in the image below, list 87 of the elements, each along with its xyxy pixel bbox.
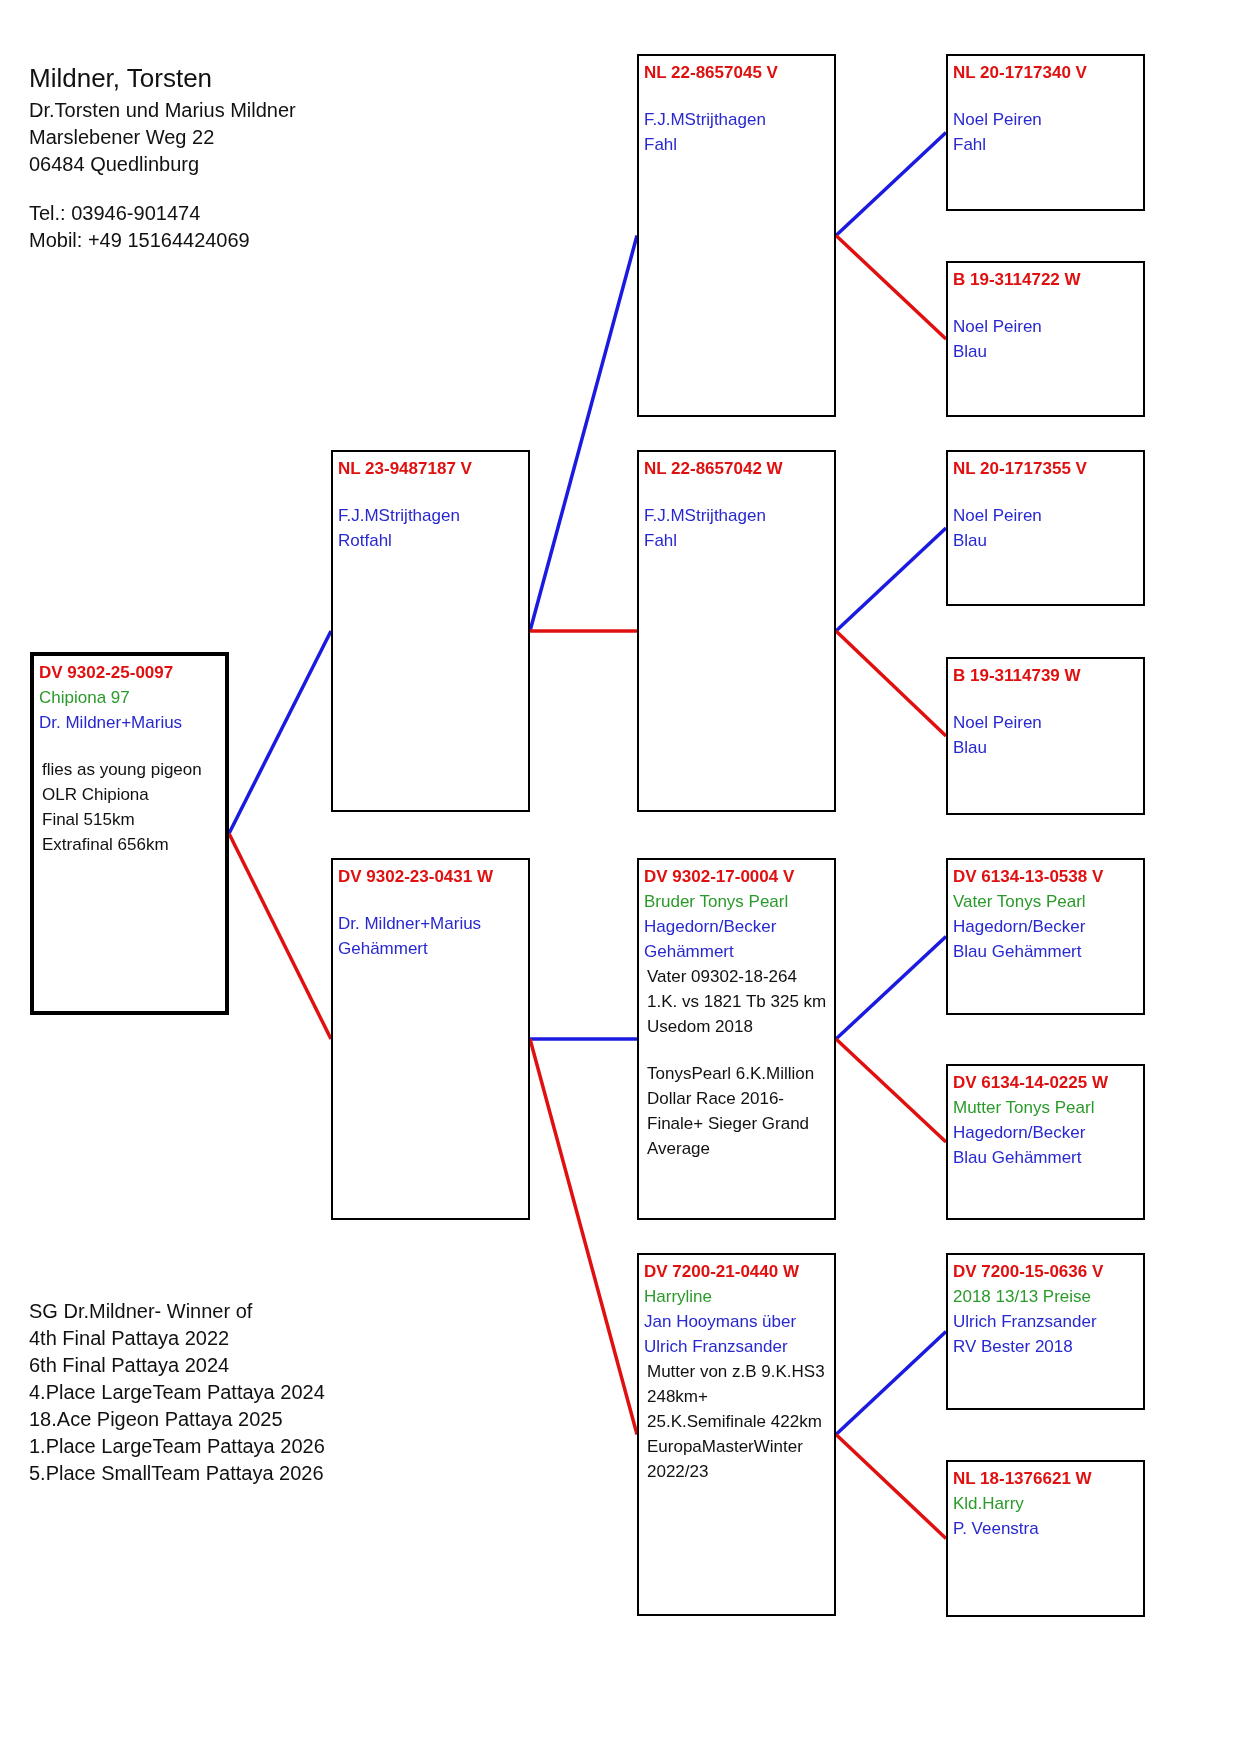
address-line: Dr.Torsten und Marius Mildner [29, 98, 296, 123]
note-text: TonysPearl 6.K.Million Dollar Race 2016- Finale+ Sieger Grand Average [646, 1063, 816, 1160]
pedigree-box [946, 858, 1145, 1015]
breeder-text: Ulrich Franzsander [953, 1311, 1098, 1333]
ring-number: DV 6134-14-0225 W [953, 1072, 1109, 1094]
ring-number: NL 22-8657042 W [644, 458, 784, 480]
pedigree-box [331, 858, 530, 1220]
ring-number: DV 9302-23-0431 W [338, 866, 494, 888]
address-line: Marslebener Weg 22 [29, 125, 215, 150]
note-text: Vater 09302-18-264 1.K. vs 1821 Tb 325 km Usedom 2018 [646, 966, 828, 1038]
pedigree-box [637, 1253, 836, 1616]
pedigree-box [30, 652, 229, 1015]
breeder-text: Gehämmert [338, 938, 429, 960]
breeder-text: Noel Peiren [953, 109, 1043, 131]
breeder-text: Dr. Mildner+Marius [39, 712, 184, 734]
pedigree-box [637, 858, 836, 1220]
pedigree-box [637, 450, 836, 812]
pedigree-box [946, 657, 1145, 815]
ring-number: DV 9302-25-0097 [39, 662, 175, 684]
breeder-text: F.J.MStrijthagen [644, 109, 767, 131]
ring-number: NL 20-1717340 V [953, 62, 1088, 84]
note-text: flies as young pigeon [41, 759, 203, 781]
owner-name: Mildner, Torsten [29, 62, 213, 94]
pigeon-name: Kld.Harry [953, 1493, 1025, 1515]
breeder-text: Dr. Mildner+Marius [338, 913, 483, 935]
breeder-text: F.J.MStrijthagen [338, 505, 461, 527]
pedigree-box [946, 1253, 1145, 1410]
pigeon-name: Bruder Tonys Pearl [644, 891, 790, 913]
breeder-text: Noel Peiren [953, 316, 1043, 338]
ring-number: DV 6134-13-0538 V [953, 866, 1105, 888]
breeder-text: Blau [953, 737, 989, 759]
breeder-text: Blau [953, 341, 989, 363]
pigeon-name: Vater Tonys Pearl [953, 891, 1087, 913]
ring-number: DV 7200-21-0440 W [644, 1261, 800, 1283]
breeder-text: Blau [953, 530, 989, 552]
pedigree-box [946, 1460, 1145, 1617]
breeder-text: Jan Hooymans über [644, 1311, 798, 1333]
achievement-line: 4.Place LargeTeam Pattaya 2024 [29, 1380, 325, 1405]
breeder-text: Hagedorn/Becker [953, 1122, 1087, 1144]
connector-line [530, 1037, 637, 1041]
breeder-text: Fahl [644, 134, 679, 156]
achievement-line: 5.Place SmallTeam Pattaya 2026 [29, 1461, 324, 1486]
breeder-text: P. Veenstra [953, 1518, 1040, 1540]
ring-number: DV 7200-15-0636 V [953, 1261, 1105, 1283]
pedigree-box [331, 450, 530, 812]
ring-number: NL 22-8657045 V [644, 62, 779, 84]
pedigree-box [637, 54, 836, 417]
breeder-text: Fahl [644, 530, 679, 552]
address-line: 06484 Quedlinburg [29, 152, 200, 177]
address-line: Mobil: +49 15164424069 [29, 228, 250, 253]
breeder-text: Gehämmert [644, 941, 735, 963]
achievement-line: 18.Ace Pigeon Pattaya 2025 [29, 1407, 283, 1432]
breeder-text: Noel Peiren [953, 505, 1043, 527]
breeder-text: F.J.MStrijthagen [644, 505, 767, 527]
ring-number: B 19-3114722 W [953, 269, 1082, 291]
breeder-text: Hagedorn/Becker [953, 916, 1087, 938]
connector-line [530, 629, 637, 633]
breeder-text: Rotfahl [338, 530, 393, 552]
address-line: Tel.: 03946-901474 [29, 201, 201, 226]
pigeon-name: Chipiona 97 [39, 687, 131, 709]
breeder-text: Blau Gehämmert [953, 1147, 1083, 1169]
pedigree-box [946, 450, 1145, 606]
ring-number: DV 9302-17-0004 V [644, 866, 796, 888]
achievement-line: 4th Final Pattaya 2022 [29, 1326, 230, 1351]
breeder-text: Hagedorn/Becker [644, 916, 778, 938]
pigeon-name: Mutter Tonys Pearl [953, 1097, 1096, 1119]
note-text: OLR Chipiona [41, 784, 150, 806]
note-text: Mutter von z.B 9.K.HS3 248km+ 25.K.Semifinale 422km EuropaMasterWinter 2022/23 [646, 1361, 826, 1483]
breeder-text: Ulrich Franzsander [644, 1336, 789, 1358]
achievement-line: 6th Final Pattaya 2024 [29, 1353, 230, 1378]
breeder-text: Noel Peiren [953, 712, 1043, 734]
pedigree-box [946, 261, 1145, 417]
note-text: Final 515km [41, 809, 136, 831]
breeder-text: Blau Gehämmert [953, 941, 1083, 963]
ring-number: NL 20-1717355 V [953, 458, 1088, 480]
ring-number: NL 23-9487187 V [338, 458, 473, 480]
pigeon-name: 2018 13/13 Preise [953, 1286, 1092, 1308]
pigeon-name: Harryline [644, 1286, 714, 1308]
pedigree-box [946, 54, 1145, 211]
breeder-text: Fahl [953, 134, 988, 156]
achievement-line: SG Dr.Mildner- Winner of [29, 1299, 253, 1324]
note-text: Extrafinal 656km [41, 834, 170, 856]
breeder-text: RV Bester 2018 [953, 1336, 1074, 1358]
ring-number: NL 18-1376621 W [953, 1468, 1093, 1490]
pedigree-box [946, 1064, 1145, 1220]
achievement-line: 1.Place LargeTeam Pattaya 2026 [29, 1434, 325, 1459]
ring-number: B 19-3114739 W [953, 665, 1082, 687]
